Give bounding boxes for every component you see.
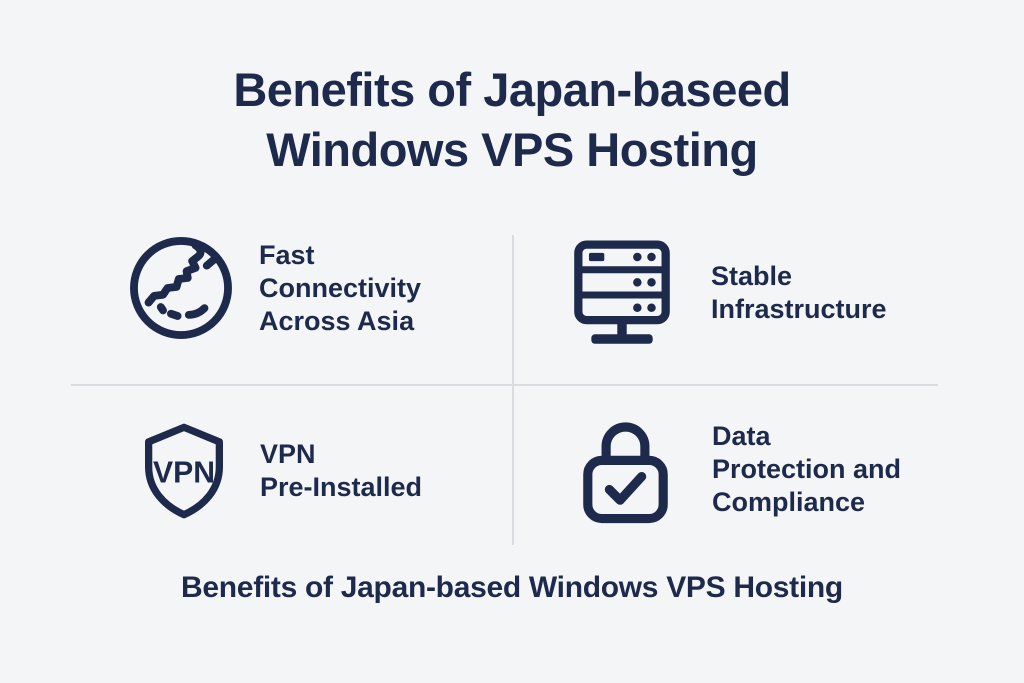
main-title-line2: Windows VPS Hosting xyxy=(266,123,758,176)
horizontal-divider xyxy=(71,384,938,386)
feature-data-protection: Data Protection and Compliance xyxy=(577,413,901,525)
feature-label-fast-connectivity: Fast Connectivity Across Asia xyxy=(259,239,421,338)
server-rack-icon xyxy=(563,234,681,352)
feature-vpn-preinstalled: VPN VPN Pre-Installed xyxy=(132,419,422,523)
feature-label-line: Pre-Installed xyxy=(260,472,423,502)
feature-label-line: Infrastructure xyxy=(711,294,887,324)
feature-label-line: Protection and xyxy=(712,453,902,484)
lock-check-icon xyxy=(577,413,674,525)
footer-caption: Benefits of Japan-based Windows VPS Host… xyxy=(181,571,843,604)
feature-label-line: Stable xyxy=(711,261,793,291)
feature-label-vpn-preinstalled: VPN Pre-Installed xyxy=(260,438,422,504)
feature-fast-connectivity: Fast Connectivity Across Asia xyxy=(125,232,421,344)
feature-label-line: Fast xyxy=(259,239,315,270)
main-title-line1: Benefits of Japan-baseed xyxy=(233,63,791,116)
feature-stable-infrastructure: Stable Infrastructure xyxy=(563,234,887,352)
feature-label-line: Connectivity xyxy=(259,272,422,303)
feature-label-line: VPN xyxy=(260,439,316,469)
main-title: Benefits of Japan-baseed Windows VPS Hos… xyxy=(0,60,1024,180)
feature-label-data-protection: Data Protection and Compliance xyxy=(712,420,901,519)
feature-label-line: Across Asia xyxy=(259,305,415,336)
vertical-divider xyxy=(512,235,514,545)
vpn-badge-label: VPN xyxy=(153,456,215,489)
feature-label-line: Compliance xyxy=(712,486,866,517)
vpn-shield-icon: VPN xyxy=(132,419,236,523)
feature-label-stable-infrastructure: Stable Infrastructure xyxy=(711,260,887,326)
globe-asia-icon xyxy=(125,232,237,344)
feature-label-line: Data xyxy=(712,420,771,451)
